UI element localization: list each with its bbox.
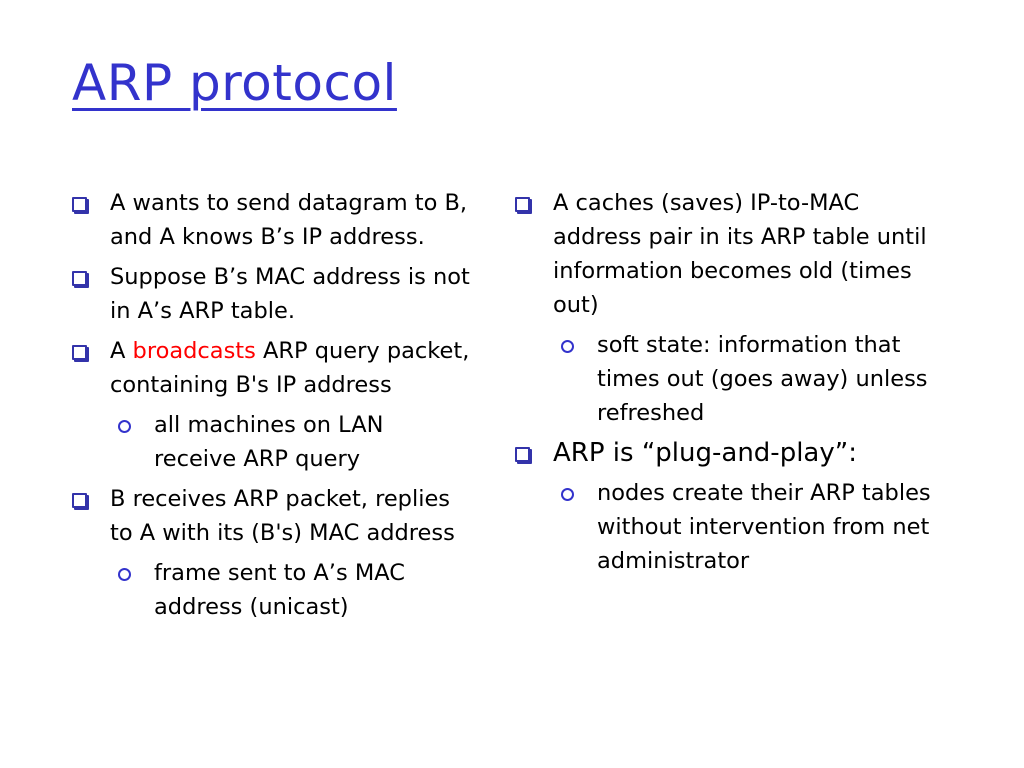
sub-bullet-text: nodes create their ARP tables without in…	[597, 480, 931, 574]
square-bullet-icon	[72, 345, 87, 360]
circle-bullet-icon	[561, 488, 574, 501]
square-bullet-icon	[515, 197, 530, 212]
bullet-item: B receives ARP packet, replies to A with…	[72, 482, 472, 550]
sub-bullet-text: soft state: information that times out (…	[597, 332, 928, 426]
bullet-text: A caches (saves) IP-to-MAC address pair …	[553, 190, 927, 318]
circle-bullet-icon	[118, 420, 131, 433]
slide-title: ARP protocol	[72, 54, 397, 112]
bullet-text-pre: A	[110, 338, 133, 364]
square-bullet-icon	[72, 271, 87, 286]
left-column: A wants to send datagram to B, and A kno…	[72, 186, 472, 630]
highlight-broadcasts: broadcasts	[132, 338, 256, 364]
sub-bullet-text: all machines on LAN receive ARP query	[154, 412, 384, 472]
bullet-text: B receives ARP packet, replies to A with…	[110, 486, 455, 546]
sub-bullet-item: nodes create their ARP tables without in…	[515, 476, 935, 578]
sub-bullet-text: frame sent to A’s MAC address (unicast)	[154, 560, 405, 620]
right-column: A caches (saves) IP-to-MAC address pair …	[515, 186, 935, 584]
bullet-text: ARP is “plug-and-play”:	[553, 438, 857, 468]
bullet-item: A wants to send datagram to B, and A kno…	[72, 186, 472, 254]
bullet-text-post: ARP query packet, containing B's IP addr…	[110, 338, 470, 398]
bullet-text: A wants to send datagram to B, and A kno…	[110, 190, 468, 250]
sub-bullet-item: all machines on LAN receive ARP query	[72, 408, 472, 476]
square-bullet-icon	[515, 447, 530, 462]
bullet-item: A caches (saves) IP-to-MAC address pair …	[515, 186, 935, 322]
circle-bullet-icon	[561, 340, 574, 353]
bullet-item: Suppose B’s MAC address is not in A’s AR…	[72, 260, 472, 328]
circle-bullet-icon	[118, 568, 131, 581]
sub-bullet-item: frame sent to A’s MAC address (unicast)	[72, 556, 472, 624]
bullet-item: ARP is “plug-and-play”:	[515, 436, 935, 470]
bullet-text: Suppose B’s MAC address is not in A’s AR…	[110, 264, 470, 324]
square-bullet-icon	[72, 197, 87, 212]
sub-bullet-item: soft state: information that times out (…	[515, 328, 935, 430]
square-bullet-icon	[72, 493, 87, 508]
bullet-item: A broadcasts ARP query packet, containin…	[72, 334, 472, 402]
